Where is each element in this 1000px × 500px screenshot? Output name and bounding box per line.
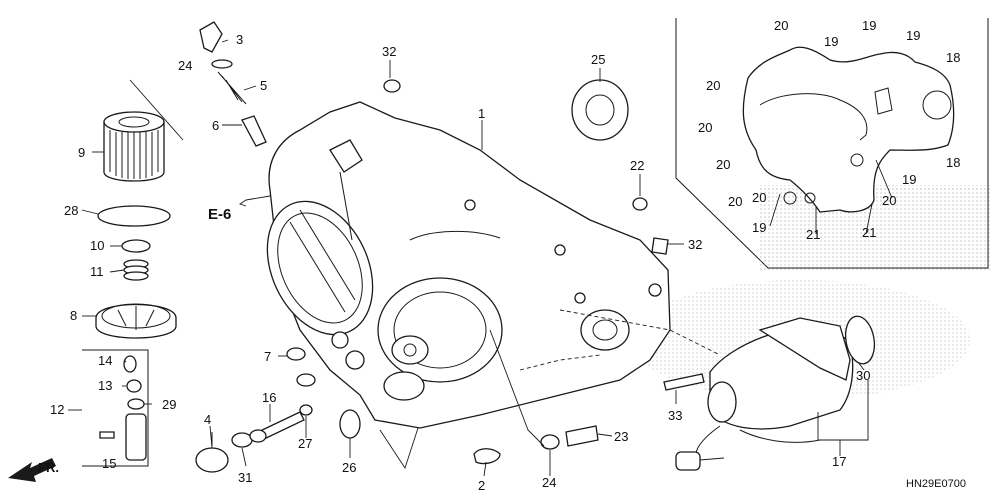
callout-19-e: 19: [752, 220, 766, 235]
callout-6: 6: [212, 118, 219, 133]
callout-16: 16: [262, 390, 276, 405]
o-ring: [97, 205, 171, 227]
callout-11: 11: [90, 264, 104, 279]
callout-19-c: 19: [906, 28, 920, 43]
callout-20-d: 20: [716, 157, 730, 172]
callout-30: 30: [856, 368, 870, 383]
callout-21-b: 21: [862, 225, 876, 240]
callout-24-upper: 24: [178, 58, 192, 73]
callout-17: 17: [832, 454, 846, 469]
callout-20-a: 20: [774, 18, 788, 33]
callout-14: 14: [98, 353, 112, 368]
callout-7: 7: [264, 349, 271, 364]
washer: [121, 239, 151, 253]
leader: [129, 79, 184, 141]
callout-12: 12: [50, 402, 64, 417]
small-parts-lower: [195, 329, 705, 473]
callout-19-b: 19: [824, 34, 838, 49]
small-parts-upper: [199, 21, 669, 255]
callout-19-a: 19: [862, 18, 876, 33]
figure-code: HN29E0700: [906, 478, 966, 490]
callout-9: 9: [78, 145, 85, 160]
callout-19-d: 19: [902, 172, 916, 187]
callout-23: 23: [614, 429, 628, 444]
callout-20-c: 20: [698, 120, 712, 135]
callout-2: 2: [478, 478, 485, 493]
callout-18-lower: 18: [946, 155, 960, 170]
callout-24-lower: 24: [542, 475, 556, 490]
callout-13: 13: [98, 378, 112, 393]
callout-4: 4: [204, 412, 211, 427]
callout-32-lower: 32: [688, 237, 702, 252]
filter-spring: [123, 259, 149, 281]
callout-20-g: 20: [752, 190, 766, 205]
callout-10: 10: [90, 238, 104, 253]
crankcase-cover: [266, 101, 721, 470]
callout-3: 3: [236, 32, 243, 47]
callout-22: 22: [630, 158, 644, 173]
inset-detail: [675, 18, 990, 270]
callouts: 1 2 3 4 5 6 7 8 9 10 11 12 13 14 15 16 1…: [50, 18, 960, 493]
callout-20-f: 20: [882, 193, 896, 208]
callout-26: 26: [342, 460, 356, 475]
front-direction-indicator: FR.: [8, 458, 59, 482]
callout-20-b: 20: [706, 78, 720, 93]
callout-28: 28: [64, 203, 78, 218]
bypass-valve-assy: [82, 349, 149, 467]
leader-lines: [68, 39, 893, 477]
direction-label: FR.: [38, 460, 59, 475]
starter-motor: [675, 315, 876, 471]
oil-filter: [103, 111, 165, 182]
callout-21-a: 21: [806, 227, 820, 242]
callout-18-upper: 18: [946, 50, 960, 65]
callout-15: 15: [102, 456, 116, 471]
callout-31: 31: [238, 470, 252, 485]
callout-29: 29: [162, 397, 176, 412]
reference-code: E-6: [208, 206, 231, 223]
callout-8: 8: [70, 308, 77, 323]
callout-27: 27: [298, 436, 312, 451]
callout-32-upper: 32: [382, 44, 396, 59]
callout-25: 25: [591, 52, 605, 67]
callout-20-e: 20: [728, 194, 742, 209]
filter-cover: [95, 303, 177, 339]
callout-33: 33: [668, 408, 682, 423]
callout-5: 5: [260, 78, 267, 93]
callout-1: 1: [478, 106, 485, 121]
